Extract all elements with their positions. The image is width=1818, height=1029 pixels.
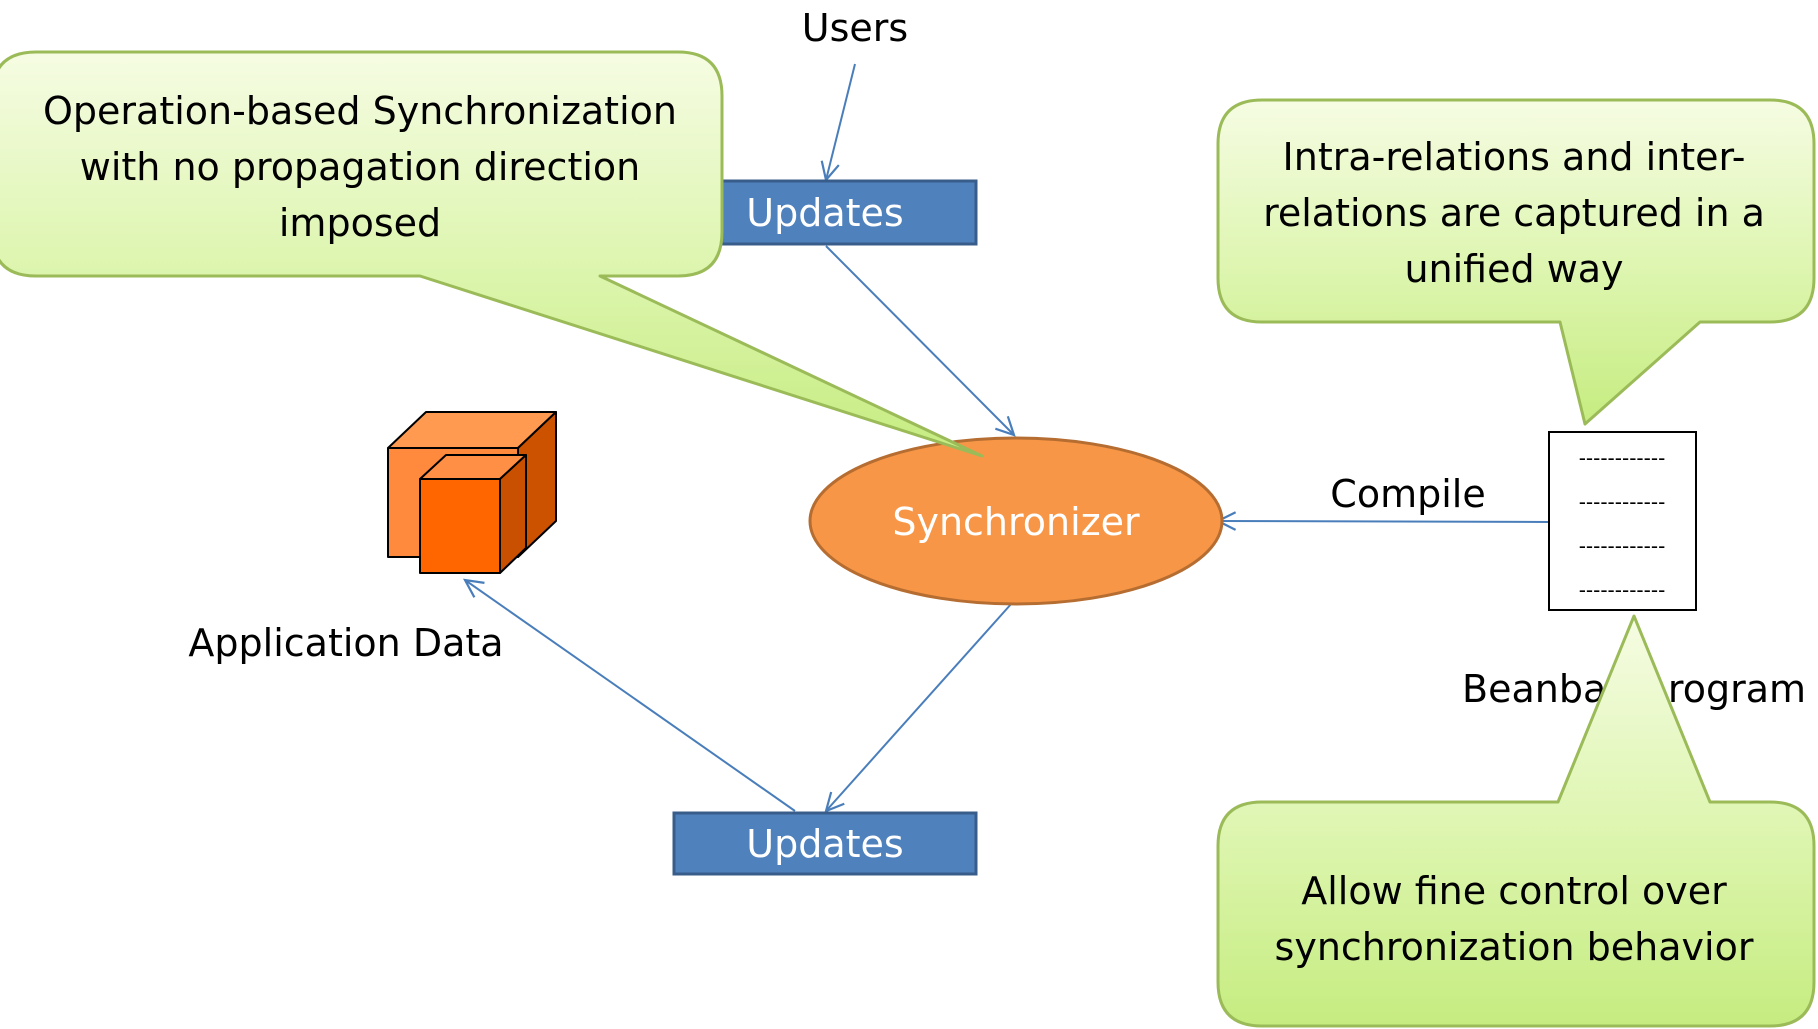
beanbag-program-label-right: rogram xyxy=(1668,667,1806,711)
callout-relations: Intra-relations and inter- relations are… xyxy=(1216,98,1816,426)
arrow-synchronizer-to-updates xyxy=(826,602,1013,811)
callout-relations-line1: Intra-relations and inter- xyxy=(1283,135,1746,179)
arrow-program-to-synchronizer xyxy=(1218,521,1549,522)
doc-line-2: ------------ xyxy=(1579,490,1666,514)
callout-relations-line2: relations are captured in a xyxy=(1263,191,1765,235)
compile-label: Compile xyxy=(1330,472,1485,516)
synchronizer-label: Synchronizer xyxy=(892,500,1140,544)
callout-operation-based-line3: imposed xyxy=(279,201,441,245)
users-label: Users xyxy=(802,6,908,50)
callout-operation-based: Operation-based Synchronization with no … xyxy=(0,50,984,458)
program-document-icon: ------------ ------------ ------------ -… xyxy=(1548,431,1697,611)
callout-fine-control: Allow fine control over synchronization … xyxy=(1216,614,1816,1028)
updates-box-top: Updates xyxy=(672,179,978,246)
callout-fine-control-line1: Allow fine control over xyxy=(1301,869,1727,913)
updates-bottom-label: Updates xyxy=(746,822,903,866)
callout-relations-line3: unified way xyxy=(1404,247,1623,291)
doc-line-3: ------------ xyxy=(1579,534,1666,558)
callout-operation-based-line1: Operation-based Synchronization xyxy=(43,89,677,133)
application-data-label: Application Data xyxy=(188,621,503,665)
connectors xyxy=(465,63,1549,812)
synchronizer-node: Synchronizer xyxy=(808,436,1224,606)
application-data-cube-icon xyxy=(387,411,557,574)
arrow-updates-to-synchronizer xyxy=(825,245,1014,435)
doc-line-1: ------------ xyxy=(1579,446,1666,470)
updates-box-bottom: Updates xyxy=(672,811,978,876)
arrow-users-to-updates xyxy=(826,63,856,180)
doc-line-4: ------------ xyxy=(1579,578,1666,602)
updates-top-label: Updates xyxy=(746,191,903,235)
callout-operation-based-line2: with no propagation direction xyxy=(80,145,640,189)
arrow-updates-to-application-data xyxy=(465,580,796,812)
beanbag-program-label-left: Beanba xyxy=(1462,667,1606,711)
callout-fine-control-line2: synchronization behavior xyxy=(1275,925,1754,969)
